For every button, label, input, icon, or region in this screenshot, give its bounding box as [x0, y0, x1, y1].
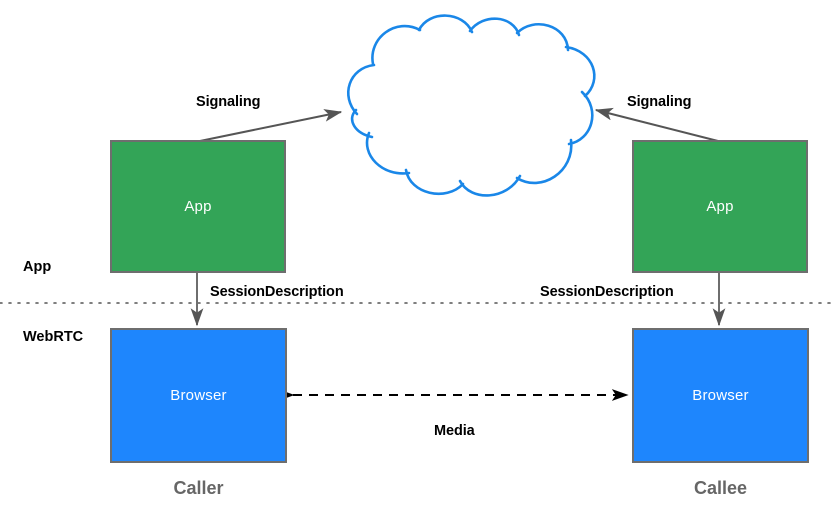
layer-label-app: App: [23, 259, 52, 275]
callee-browser-label: Browser: [692, 387, 749, 404]
callee-signaling-arrow: [594, 107, 719, 142]
role-label-callee: Callee: [693, 478, 748, 498]
caller-browser-label: Browser: [170, 387, 227, 404]
cloud-icon: [347, 14, 596, 197]
callee-browser-box[interactable]: Browser: [632, 328, 809, 463]
callee-app-box[interactable]: App: [632, 140, 808, 273]
caller-browser-box[interactable]: Browser: [110, 328, 287, 463]
callee-sessiondescription-label: SessionDescription: [540, 284, 674, 300]
role-label-caller: Caller: [173, 478, 224, 498]
caller-sessiondescription-label: SessionDescription: [210, 284, 344, 300]
caller-app-box[interactable]: App: [110, 140, 286, 273]
media-label: Media: [434, 423, 475, 439]
layer-label-webrtc: WebRTC: [23, 329, 84, 345]
caller-app-label: App: [184, 198, 212, 215]
callee-app-label: App: [706, 198, 734, 215]
callee-signaling-label: Signaling: [627, 94, 692, 110]
caller-signaling-arrow: [199, 109, 343, 142]
caller-signaling-label: Signaling: [196, 94, 261, 110]
